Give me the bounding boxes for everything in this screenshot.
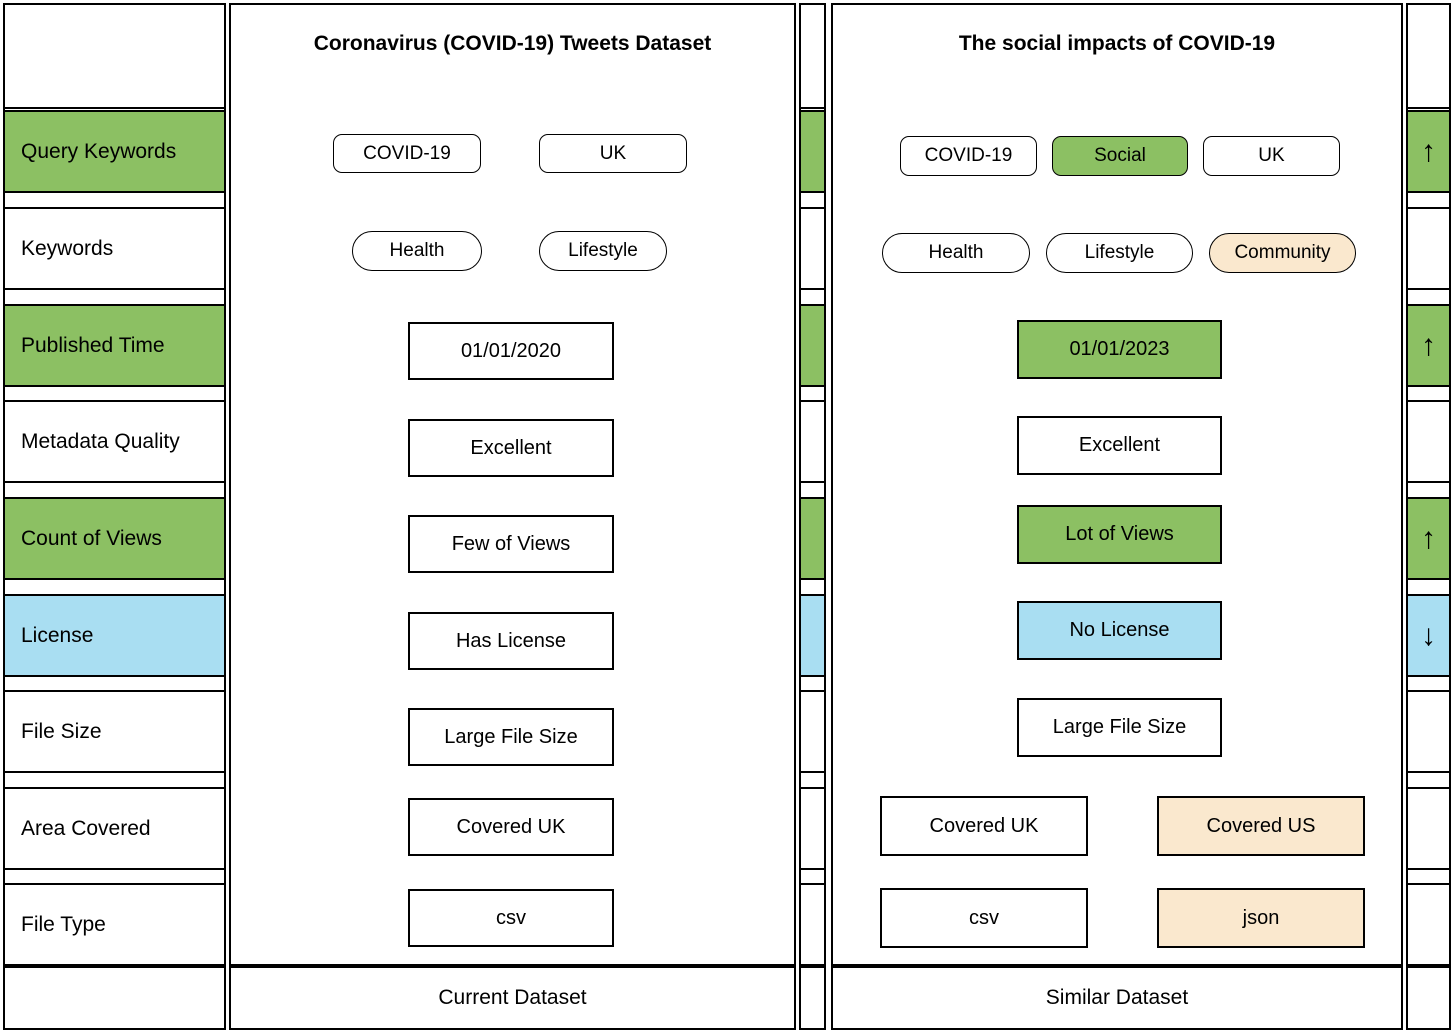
license-value: Has License bbox=[408, 612, 614, 670]
strip-cell-count-of-views bbox=[799, 497, 826, 580]
up-arrow-icon: ↑ bbox=[1406, 304, 1451, 387]
query-keyword-chip: COVID-19 bbox=[900, 136, 1037, 176]
query-keyword-chip: COVID-19 bbox=[333, 134, 481, 173]
strip-cell-query-keywords bbox=[799, 110, 826, 193]
strip-cell-area-covered bbox=[799, 787, 826, 870]
arrow-cell-empty bbox=[1406, 883, 1451, 966]
strip-cell-metadata-quality bbox=[799, 400, 826, 483]
row-label-metadata-quality: Metadata Quality bbox=[3, 400, 226, 483]
arrow-cell-empty bbox=[1406, 400, 1451, 483]
arrow-column-footer bbox=[1406, 966, 1451, 1030]
row-label-count-of-views: Count of Views bbox=[3, 497, 226, 580]
published-time-value: 01/01/2020 bbox=[408, 322, 614, 380]
keyword-pill: Lifestyle bbox=[1046, 233, 1193, 273]
file-type-value: csv bbox=[880, 888, 1088, 948]
count-of-views-value: Few of Views bbox=[408, 515, 614, 573]
row-label-query-keywords: Query Keywords bbox=[3, 110, 226, 193]
strip-cell-published-time bbox=[799, 304, 826, 387]
similar-dataset-footer: Similar Dataset bbox=[831, 966, 1403, 1030]
arrow-cell-header bbox=[1406, 3, 1451, 109]
current-dataset-footer: Current Dataset bbox=[229, 966, 796, 1030]
count-of-views-value: Lot of Views bbox=[1017, 505, 1222, 564]
area-covered-value: Covered UK bbox=[408, 798, 614, 856]
strip-cell-file-size bbox=[799, 690, 826, 773]
keyword-pill: Lifestyle bbox=[539, 231, 667, 271]
query-keyword-chip-highlighted: Social bbox=[1052, 136, 1188, 176]
area-covered-value-highlighted: Covered US bbox=[1157, 796, 1365, 856]
query-keyword-chip: UK bbox=[539, 134, 687, 173]
strip-cell-keywords bbox=[799, 207, 826, 290]
metadata-quality-value: Excellent bbox=[1017, 416, 1222, 475]
keyword-pill: Health bbox=[882, 233, 1030, 273]
query-keyword-chip: UK bbox=[1203, 136, 1340, 176]
row-label-area-covered: Area Covered bbox=[3, 787, 226, 870]
file-size-value: Large File Size bbox=[408, 708, 614, 766]
row-label-file-size: File Size bbox=[3, 690, 226, 773]
keyword-pill: Health bbox=[352, 231, 482, 271]
arrow-cell-empty bbox=[1406, 207, 1451, 290]
current-dataset-title: Coronavirus (COVID-19) Tweets Dataset bbox=[313, 32, 712, 55]
file-type-value: csv bbox=[408, 889, 614, 947]
license-value: No License bbox=[1017, 601, 1222, 660]
similar-dataset-title: The social impacts of COVID-19 bbox=[958, 32, 1276, 55]
area-covered-value: Covered UK bbox=[880, 796, 1088, 856]
attribute-column-footer bbox=[3, 966, 226, 1030]
published-time-value: 01/01/2023 bbox=[1017, 320, 1222, 379]
strip-cell-license bbox=[799, 594, 826, 677]
file-size-value: Large File Size bbox=[1017, 698, 1222, 757]
arrow-cell-empty bbox=[1406, 690, 1451, 773]
strip-cell-header bbox=[799, 3, 826, 109]
file-type-value-highlighted: json bbox=[1157, 888, 1365, 948]
keyword-pill-highlighted: Community bbox=[1209, 233, 1356, 273]
strip-cell-footer bbox=[799, 966, 826, 1030]
metadata-quality-value: Excellent bbox=[408, 419, 614, 477]
row-label-file-type: File Type bbox=[3, 883, 226, 966]
row-label-license: License bbox=[3, 594, 226, 677]
down-arrow-icon: ↓ bbox=[1406, 594, 1451, 677]
strip-cell-file-type bbox=[799, 883, 826, 966]
up-arrow-icon: ↑ bbox=[1406, 110, 1451, 193]
row-label-keywords: Keywords bbox=[3, 207, 226, 290]
arrow-cell-empty bbox=[1406, 787, 1451, 870]
up-arrow-icon: ↑ bbox=[1406, 497, 1451, 580]
row-label-published-time: Published Time bbox=[3, 304, 226, 387]
attribute-column-header bbox=[3, 3, 226, 109]
